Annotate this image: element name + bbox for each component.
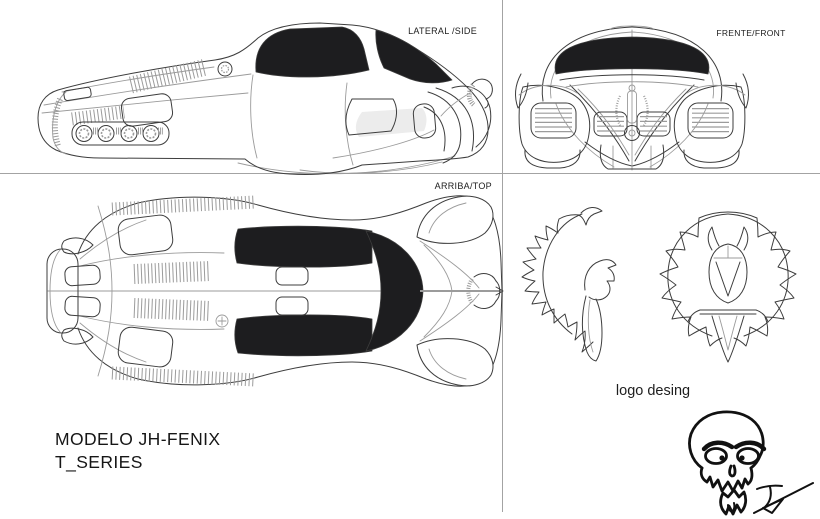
- artist-signature: [753, 482, 814, 514]
- series-title: T_SERIES: [55, 452, 143, 472]
- grid-divider-vertical: [502, 0, 503, 512]
- side-view-drawing: [37, 22, 493, 175]
- front-view-drawing: [515, 26, 749, 170]
- title-block: MODELO JH-FENIX T_SERIES: [55, 428, 220, 474]
- grid-divider-horizontal: [0, 173, 820, 174]
- phoenix-logo-profile: [521, 207, 617, 362]
- top-view-label: ARRIBA/TOP: [434, 181, 492, 191]
- top-view-drawing: [46, 195, 503, 386]
- logo-caption: logo desing: [615, 383, 691, 399]
- model-title: MODELO JH-FENIX: [55, 429, 221, 449]
- phoenix-logo-spread: [659, 211, 797, 363]
- side-view-label: LATERAL /SIDE: [408, 26, 477, 36]
- front-view-label: FRENTE/FRONT: [716, 28, 786, 38]
- skull-sketch: [688, 410, 767, 516]
